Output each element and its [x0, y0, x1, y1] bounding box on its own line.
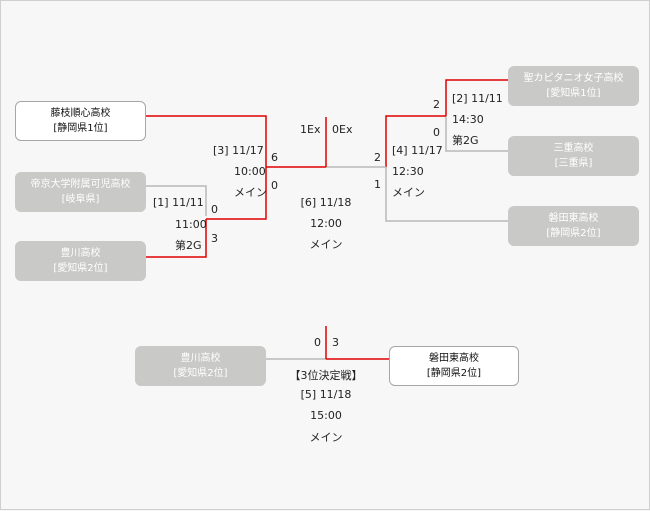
line-teikyo-to-m1	[146, 185, 207, 216]
match2-id-date: [2] 11/11	[452, 92, 503, 105]
team-name: 磐田東高校	[429, 353, 479, 364]
match1-time: 11:00	[175, 218, 207, 231]
final-score-right: 0Ex	[332, 123, 353, 136]
team-teikyo: 帝京大学附属可児高校 [岐阜県]	[15, 172, 146, 212]
final-id-date: [6] 11/18	[300, 196, 352, 209]
match3-score-top: 6	[271, 151, 278, 164]
third-title: 【3位決定戦】	[289, 369, 363, 382]
team-seed: [三重県]	[554, 158, 593, 169]
match3-venue: メイン	[234, 186, 267, 199]
match3-score-bottom: 0	[271, 179, 278, 192]
match1-score-top: 0	[211, 203, 218, 216]
match1-id-date: [1] 11/11	[153, 196, 204, 209]
third-score-right: 3	[332, 336, 339, 349]
final-venue: メイン	[309, 238, 343, 251]
team-toyokawa: 豊川高校 [愛知県2位]	[15, 241, 146, 281]
team-name: 帝京大学附属可児高校	[30, 179, 131, 190]
team-seed: [静岡県1位]	[53, 123, 108, 134]
team-third-iwata: 磐田東高校 [静岡県2位]	[389, 346, 519, 386]
match1-venue: 第2G	[175, 239, 202, 252]
line-iwata-to-m4	[385, 167, 508, 222]
team-name: 聖カピタニオ女子高校	[523, 73, 624, 84]
team-seed: [静岡県2位]	[546, 228, 601, 239]
team-seed: [愛知県2位]	[53, 263, 108, 274]
match3-time: 10:00	[234, 165, 266, 178]
team-seed: [愛知県2位]	[173, 368, 228, 379]
team-third-toyokawa: 豊川高校 [愛知県2位]	[135, 346, 266, 386]
team-name: 藤枝順心高校	[50, 108, 111, 119]
team-name: 磐田東高校	[548, 213, 599, 224]
team-iwata: 磐田東高校 [静岡県2位]	[508, 206, 639, 246]
match2-venue: 第2G	[452, 134, 479, 147]
team-mie: 三重高校 [三重県]	[508, 136, 639, 176]
team-name: 豊川高校	[60, 248, 101, 259]
match4-venue: メイン	[392, 186, 425, 199]
match2-time: 14:30	[452, 113, 484, 126]
match4-score-top: 2	[374, 151, 381, 164]
final-time: 12:00	[310, 217, 342, 230]
match1-score-bottom: 3	[211, 232, 218, 245]
match4-id-date: [4] 11/17	[392, 144, 443, 157]
third-score-left: 0	[314, 336, 321, 349]
line-m1-to-m3	[206, 167, 267, 220]
third-venue: メイン	[309, 431, 343, 444]
line-m2-to-m4	[385, 115, 446, 167]
final-score-left: 1Ex	[300, 123, 321, 136]
line-toyokawa-to-m1	[146, 219, 207, 258]
line-fujieda-to-m3	[146, 115, 267, 167]
third-time: 15:00	[310, 409, 342, 422]
team-name: 豊川高校	[180, 353, 221, 364]
line-mie-to-m2	[445, 116, 508, 152]
team-name: 三重高校	[553, 143, 594, 154]
match4-time: 12:30	[392, 165, 424, 178]
third-id-date: [5] 11/18	[300, 388, 352, 401]
match4-score-bottom: 1	[374, 178, 381, 191]
team-seisho: 聖カピタニオ女子高校 [愛知県1位]	[508, 66, 639, 106]
match2-score-top: 2	[433, 98, 440, 111]
match3-id-date: [3] 11/17	[213, 144, 264, 157]
team-fujieda: 藤枝順心高校 [静岡県1位]	[15, 101, 146, 141]
line-seisho-to-m2	[445, 79, 508, 116]
match2-score-bottom: 0	[433, 126, 440, 139]
team-seed: [岐阜県]	[61, 194, 100, 205]
team-seed: [静岡県2位]	[426, 368, 482, 379]
team-seed: [愛知県1位]	[546, 88, 601, 99]
